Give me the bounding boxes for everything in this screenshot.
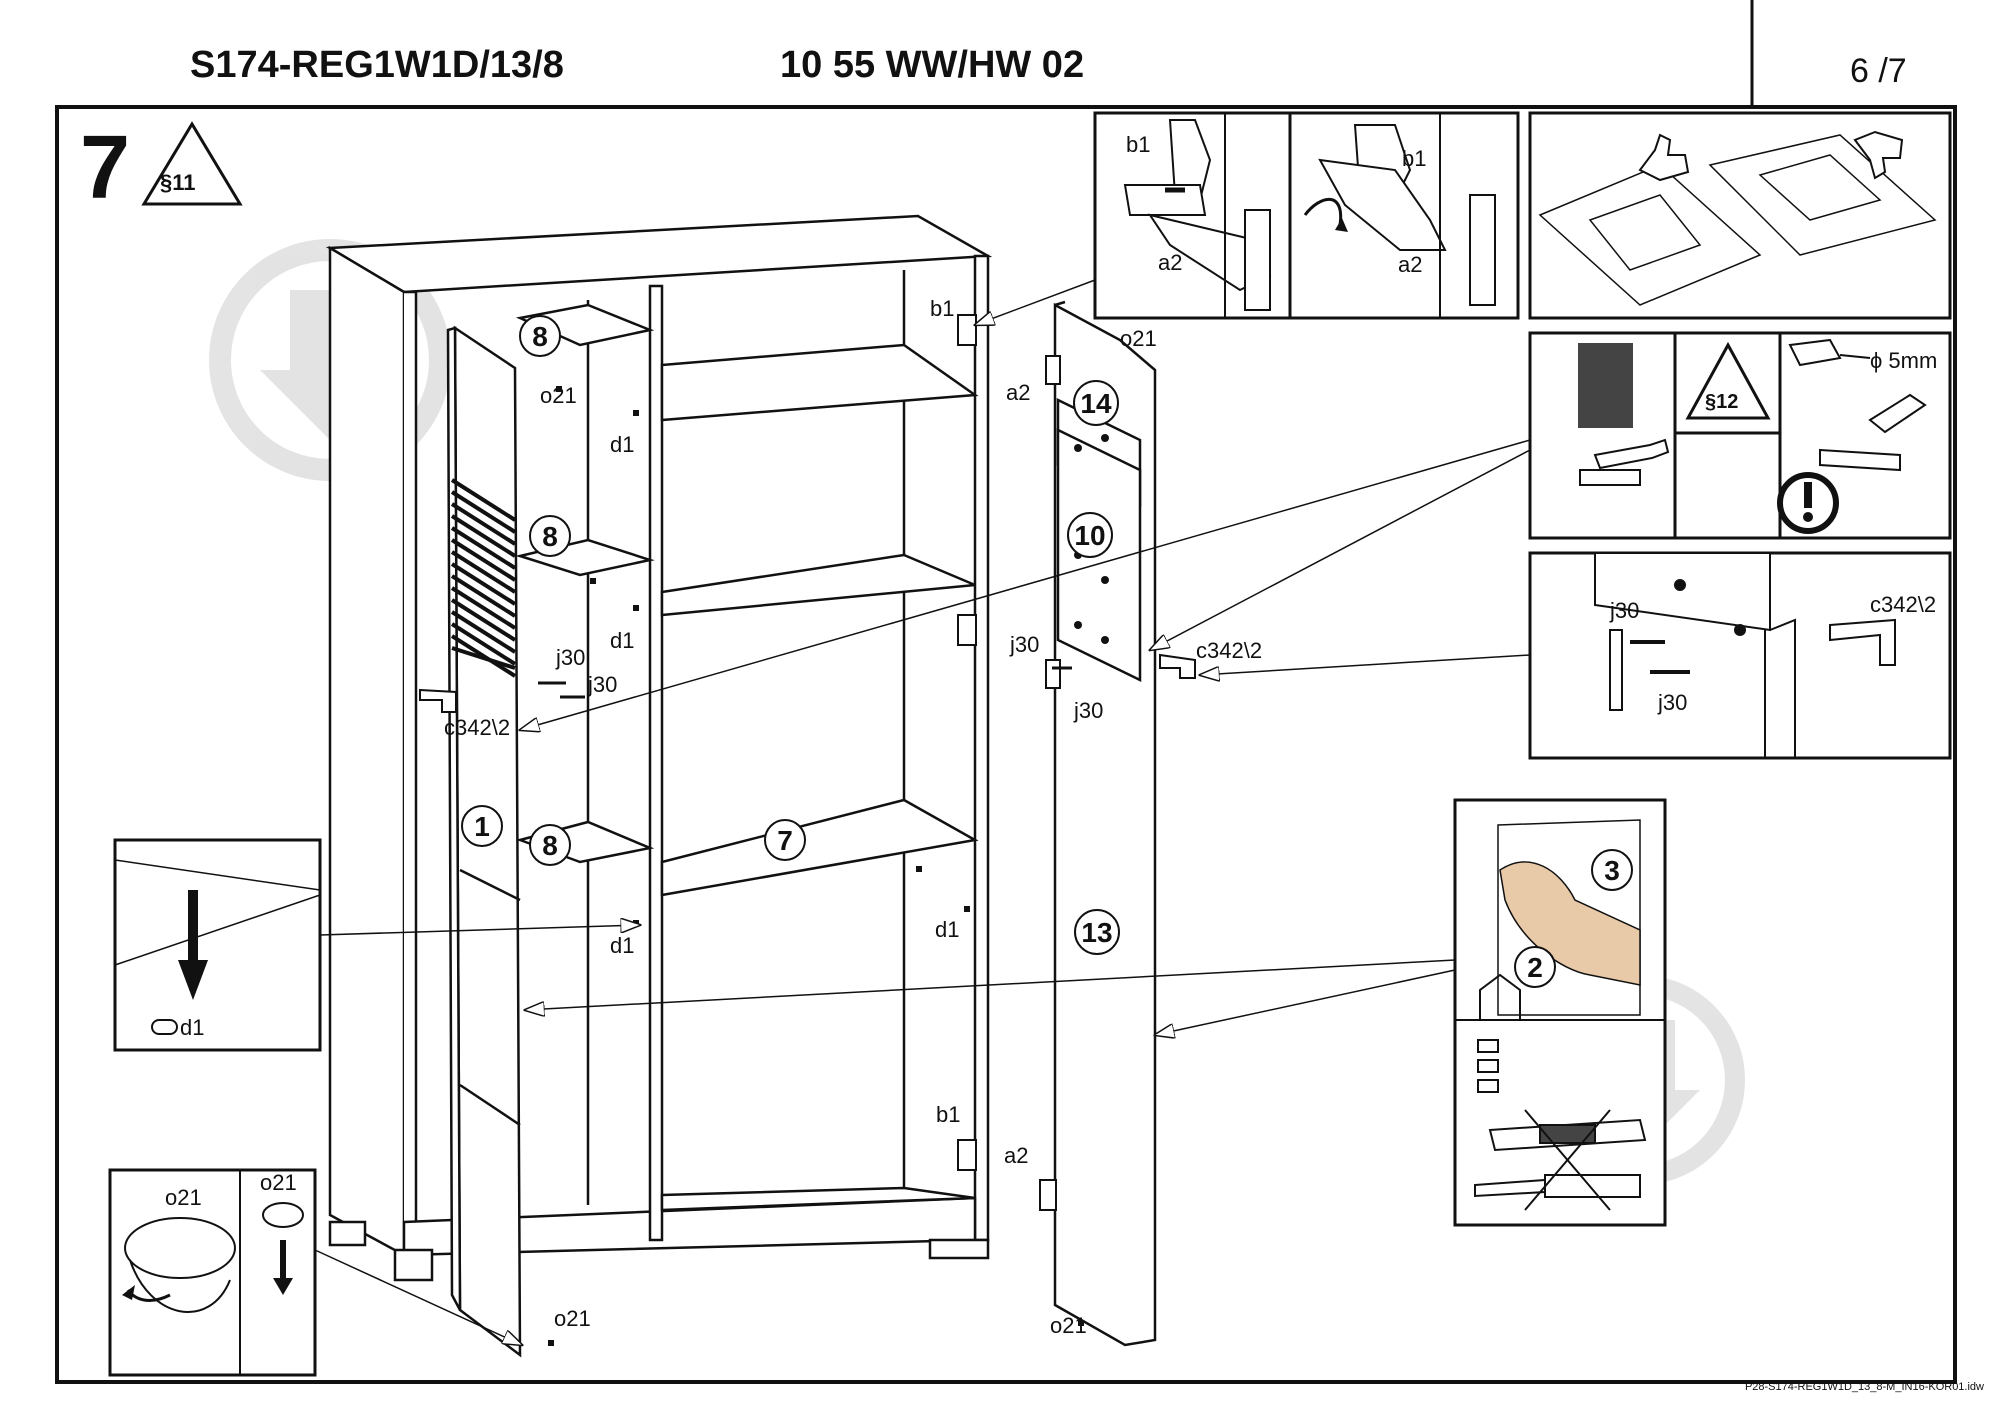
- inset-label-a2-b: a2: [1398, 252, 1422, 277]
- section-12-label: §12: [1705, 391, 1738, 413]
- inset-label-j30-b: j30: [1657, 690, 1687, 715]
- drill-size-label: ϕ 5mm: [1870, 348, 1937, 373]
- page-number: 6 /7: [1850, 52, 1907, 90]
- hinge-plate-icon: [1609, 629, 1623, 711]
- label-o21-bottom-right: o21: [1050, 1313, 1087, 1338]
- panel-number-8-b: 8: [529, 515, 571, 557]
- svg-text:3: 3: [1604, 855, 1620, 886]
- label-o21-bottom-left: o21: [554, 1306, 591, 1331]
- drill-icon: [1788, 338, 1871, 367]
- label-d1-b: d1: [610, 628, 634, 653]
- svg-text:2: 2: [1527, 952, 1543, 983]
- file-name: P28-S174-REG1W1D_13_8-M_IN16-KOR01.idw: [1744, 1381, 1984, 1393]
- screw-icons: [538, 666, 1072, 699]
- section-11-label: §11: [160, 170, 196, 195]
- label-o21-left: o21: [540, 383, 577, 408]
- inset-handle-mount: j30 j30 c342\2: [1528, 551, 1952, 760]
- panel-sample-icon: [1578, 343, 1633, 428]
- door-texture: [450, 478, 517, 678]
- label-o21-door: o21: [1120, 326, 1157, 351]
- label-d1-a: d1: [610, 432, 634, 457]
- label-d1-c: d1: [610, 933, 634, 958]
- svg-text:13: 13: [1081, 917, 1112, 948]
- inset-dowel: d1: [113, 838, 322, 1052]
- hinge-icons: [957, 314, 1061, 1211]
- label-b1-top: b1: [930, 296, 954, 321]
- cap-icon: [124, 1217, 236, 1314]
- thumbs-down-icon: [1853, 130, 1904, 180]
- panel-number-10: 10: [1067, 512, 1113, 558]
- hand-icon: [1499, 861, 1641, 986]
- inset-label-o21-a: o21: [165, 1185, 202, 1210]
- cap-small-icon: [262, 1202, 304, 1228]
- step-number-2: 2: [1514, 946, 1556, 988]
- down-arrow-small-icon: [273, 1240, 293, 1295]
- leader-lines: [314, 279, 1531, 1345]
- panel-number-1: 1: [461, 805, 503, 847]
- thumbs-up-icon: [1638, 133, 1690, 182]
- dowel-icon: [151, 1019, 178, 1035]
- inset-label-b1-b: b1: [1402, 146, 1426, 171]
- inset-label-o21-b: o21: [260, 1170, 297, 1195]
- main-frame: [55, 105, 1957, 1384]
- inset-label-b1-a: b1: [1126, 132, 1150, 157]
- handle-c342-icon: [1829, 618, 1896, 666]
- label-a2-top: a2: [1006, 380, 1030, 405]
- panel-number-8-a: 8: [519, 315, 561, 357]
- label-c342-right: c342\2: [1196, 638, 1262, 663]
- label-j30-a: j30: [555, 645, 585, 670]
- svg-text:8: 8: [542, 521, 558, 552]
- cabinet-feet: [328, 1220, 990, 1282]
- right-shelves: [660, 343, 979, 1212]
- panel-number-7: 7: [764, 819, 806, 861]
- svg-text:8: 8: [542, 830, 558, 861]
- svg-text:14: 14: [1080, 388, 1112, 419]
- label-d1-d: d1: [935, 917, 959, 942]
- section-11-warning-icon: §11: [141, 121, 243, 206]
- step-number: 7: [80, 118, 130, 218]
- label-b1-bottom: b1: [936, 1102, 960, 1127]
- color-code: 10 55 WW/HW 02: [780, 44, 1085, 86]
- screwdriver-icon: [1579, 393, 1927, 486]
- label-c342-left: c342\2: [444, 715, 510, 740]
- exclamation-warning-icon: [1777, 472, 1839, 534]
- label-j30-d: j30: [1073, 698, 1103, 723]
- inset-label-c342: c342\2: [1870, 592, 1936, 617]
- label-j30-b: j30: [587, 672, 617, 697]
- svg-text:7: 7: [777, 825, 793, 856]
- panel-number-14: 14: [1073, 380, 1119, 426]
- section-12-warning-icon: §12: [1685, 341, 1771, 420]
- panel-number-8-c: 8: [529, 824, 571, 866]
- step-number-3: 3: [1591, 849, 1633, 891]
- down-arrow-icon: [178, 890, 208, 1000]
- inset-surface-guidance: [1528, 111, 1952, 320]
- inset-caps: o21 o21: [108, 1168, 317, 1377]
- utility-knife-icon: [1488, 1118, 1647, 1152]
- svg-text:10: 10: [1074, 520, 1105, 551]
- svg-text:8: 8: [532, 321, 548, 352]
- forbidden-cross-icon: [1524, 1109, 1611, 1211]
- label-j30-c: j30: [1009, 632, 1039, 657]
- label-a2-bottom: a2: [1004, 1143, 1028, 1168]
- panel-number-13: 13: [1074, 909, 1120, 955]
- inset-label-d1: d1: [180, 1015, 204, 1040]
- inset-drilling: §12 ϕ 5mm: [1528, 331, 1952, 540]
- handle-left: [419, 688, 457, 713]
- screwdriver-forbidden-icon: [1474, 1174, 1641, 1198]
- inset-hinge-detail: b1 a2 b1 a2: [1093, 111, 1520, 320]
- model-code: S174-REG1W1D/13/8: [190, 44, 564, 86]
- handle-right: [1159, 653, 1196, 679]
- svg-text:1: 1: [474, 811, 490, 842]
- inset-protective-film: 3 2: [1453, 798, 1667, 1227]
- inset-label-a2-a: a2: [1158, 250, 1182, 275]
- inset-label-j30-a: j30: [1609, 598, 1639, 623]
